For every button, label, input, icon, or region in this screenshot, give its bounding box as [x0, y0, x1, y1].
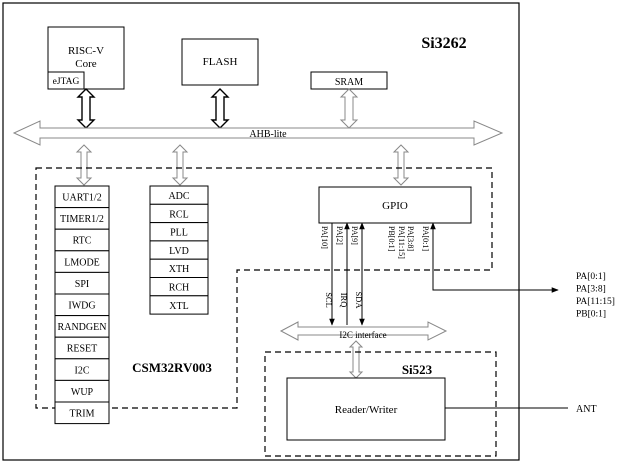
gpio-pin-label: PA[9] [350, 226, 359, 245]
gpio-block: GPIO [318, 186, 472, 224]
gpio-pin-label: PA[10] [320, 226, 329, 249]
gpio-pin-labels: PA[10] PA[2] PA[9] PB[0:1]PA[11:15]PA[3:8] P… [320, 226, 430, 259]
sram-label: SRAM [335, 77, 363, 88]
i2c-nfc-connector [348, 340, 364, 379]
gpio-external-line [430, 222, 559, 293]
reader-writer-block: Reader/Writer [286, 377, 446, 441]
peripheral-label: RCL [169, 209, 188, 220]
mcu-region [35, 167, 493, 409]
mcu-name: CSM32RV003 [132, 360, 212, 375]
flash-block: FLASH [181, 38, 259, 86]
core-bus-connector [76, 88, 96, 129]
gpio-pin-label: PB[0:1] [387, 226, 396, 252]
peripheral-label: ADC [168, 191, 189, 202]
core-line2: Core [75, 58, 97, 70]
ejtag-block [47, 71, 85, 90]
sram-block: SRAM [310, 71, 388, 90]
peripheral-label: UART1/2 [62, 193, 101, 204]
peripheral-column-right: ADC RCL PLL LVD XTH RCH XTL [149, 185, 209, 315]
peripheral-label: RTC [73, 236, 92, 247]
gpio-pin-label: PA[0:1] [421, 226, 430, 251]
external-pin-label: PA[0:1] [576, 272, 606, 282]
irq-label: IRQ [339, 293, 349, 308]
external-pin-label: PA[3:8] [576, 285, 606, 295]
chip-title: Si3262 [421, 35, 466, 52]
core-line1: RISC-V [68, 45, 104, 57]
peripheral-cell [149, 295, 209, 315]
antenna-label: ANT [576, 404, 597, 415]
i2c-bus: I2C interface [279, 321, 448, 341]
gpio-pin-label: PA[11:15] [397, 226, 406, 259]
peripheral-label: LVD [169, 246, 189, 257]
ahb-bus-label: AHB-lite [249, 129, 287, 140]
peripheral-cell [54, 401, 110, 425]
sram-bus-connector [339, 88, 359, 129]
bus-mid-connector [171, 144, 189, 186]
external-pin-labels: PA[0:1] PA[3:8] PA[11:15] PB[0:1] [576, 272, 615, 320]
peripheral-label: RANDGEN [58, 322, 107, 333]
peripheral-label: RCH [169, 283, 190, 294]
ahb-bus: AHB-lite [12, 120, 504, 146]
gpio-label: GPIO [382, 200, 408, 212]
peripheral-label: RESET [67, 344, 98, 355]
peripheral-label: LMODE [64, 257, 100, 268]
reader-writer-label: Reader/Writer [335, 404, 398, 416]
i2c-bus-label: I2C interface [339, 330, 386, 340]
peripheral-label: SPI [75, 279, 89, 290]
bus-gpio-connector [392, 144, 410, 186]
flash-bus-connector [210, 88, 230, 129]
flash-label: FLASH [203, 56, 238, 68]
peripheral-label: XTH [169, 264, 190, 275]
peripheral-label: TIMER1/2 [60, 214, 104, 225]
nfc-name: Si523 [402, 362, 433, 377]
peripheral-label: I2C [75, 365, 90, 376]
gpio-pin-label: PA[2] [335, 226, 344, 245]
sda-label: SDA [354, 291, 364, 309]
bus-left-connector [75, 144, 93, 186]
external-pin-label: PA[11:15] [576, 297, 615, 307]
peripheral-label: WUP [71, 387, 94, 398]
peripheral-label: IWDG [68, 301, 95, 312]
scl-label: SCL [324, 292, 334, 308]
peripheral-label: PLL [170, 228, 188, 239]
peripheral-label: TRIM [70, 409, 95, 420]
riscv-core-block: RISC-V Core eJTAG [47, 26, 125, 90]
ejtag-label: eJTAG [53, 77, 80, 87]
nfc-region [264, 351, 497, 457]
gpio-pin-label: PA[3:8] [406, 226, 415, 251]
external-pin-label: PB[0:1] [576, 310, 606, 320]
peripheral-label: XTL [169, 301, 188, 312]
